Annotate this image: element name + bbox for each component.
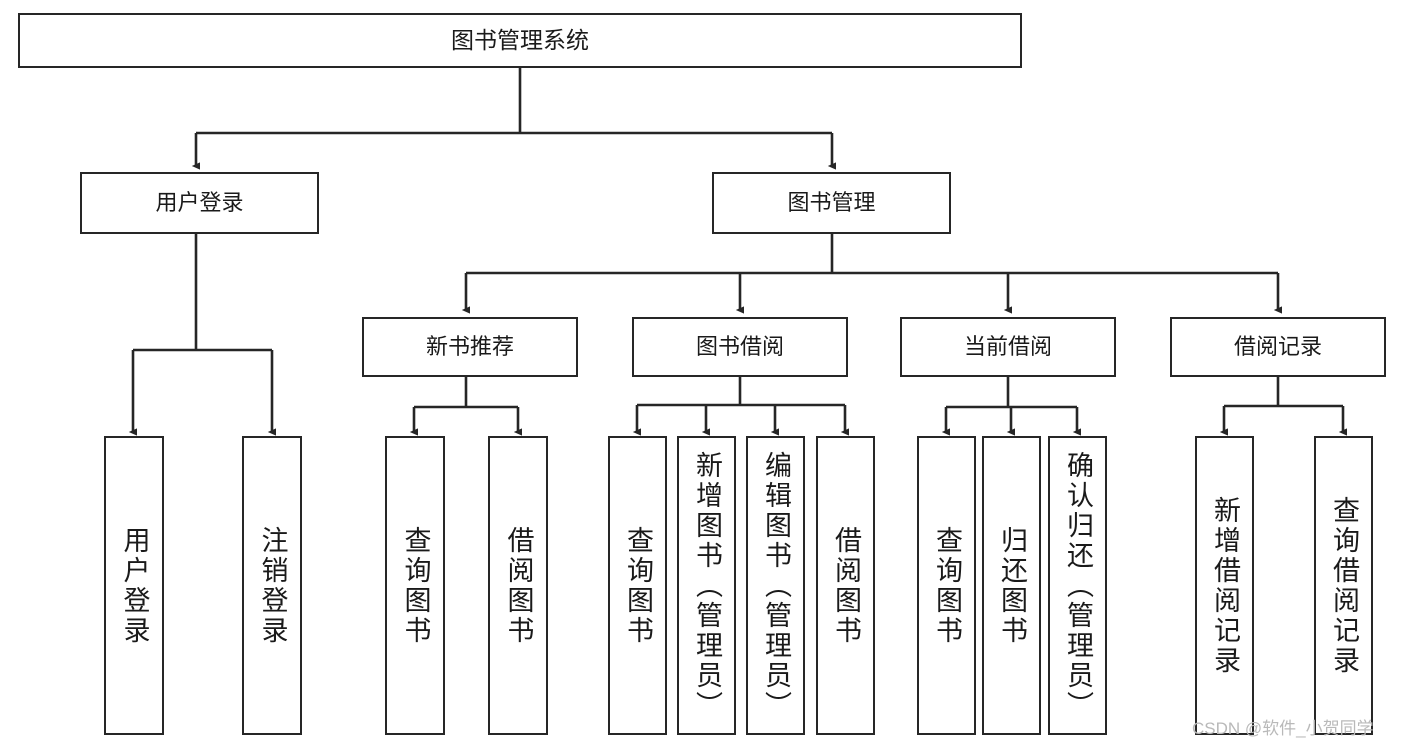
node-leaf-add-book-admin-label: 新增图书（管理员）: [692, 450, 722, 721]
node-current-borrow-label: 当前借阅: [963, 333, 1052, 359]
node-borrow-records-label: 借阅记录: [1233, 333, 1322, 359]
node-leaf-borrow-book-label: 借阅图书: [831, 525, 861, 646]
node-user-login[interactable]: 用户登录: [80, 172, 319, 234]
node-leaf-query-book-current[interactable]: 查询图书: [917, 436, 976, 735]
node-leaf-add-book-admin[interactable]: 新增图书（管理员）: [677, 436, 736, 735]
node-leaf-edit-book-admin[interactable]: 编辑图书（管理员）: [746, 436, 805, 735]
node-leaf-logout[interactable]: 注销登录: [242, 436, 302, 735]
node-leaf-user-login-label: 用户登录: [119, 525, 150, 646]
node-leaf-add-borrow-record[interactable]: 新增借阅记录: [1195, 436, 1254, 735]
node-user-login-label: 用户登录: [155, 189, 244, 215]
node-leaf-add-borrow-record-label: 新增借阅记录: [1210, 495, 1240, 676]
node-leaf-logout-label: 注销登录: [257, 525, 288, 646]
node-book-management-label: 图书管理: [787, 189, 876, 215]
node-leaf-query-borrow-record-label: 查询借阅记录: [1329, 495, 1359, 676]
node-leaf-borrow-book[interactable]: 借阅图书: [816, 436, 875, 735]
node-book-borrow[interactable]: 图书借阅: [632, 317, 848, 377]
node-leaf-query-book-recommend-label: 查询图书: [400, 525, 431, 646]
node-leaf-query-book-recommend[interactable]: 查询图书: [385, 436, 445, 735]
node-leaf-borrow-book-recommend[interactable]: 借阅图书: [488, 436, 548, 735]
node-borrow-records[interactable]: 借阅记录: [1170, 317, 1386, 377]
node-root-system[interactable]: 图书管理系统: [18, 13, 1022, 68]
node-book-management[interactable]: 图书管理: [712, 172, 951, 234]
node-book-borrow-label: 图书借阅: [695, 333, 784, 359]
node-leaf-confirm-return-admin-label: 确认归还（管理员）: [1063, 450, 1093, 721]
node-current-borrow[interactable]: 当前借阅: [900, 317, 1116, 377]
node-leaf-query-book-current-label: 查询图书: [932, 525, 962, 646]
node-leaf-borrow-book-recommend-label: 借阅图书: [503, 525, 534, 646]
node-leaf-query-book-borrow-label: 查询图书: [623, 525, 653, 646]
node-leaf-return-book[interactable]: 归还图书: [982, 436, 1041, 735]
node-leaf-return-book-label: 归还图书: [997, 525, 1027, 646]
node-leaf-edit-book-admin-label: 编辑图书（管理员）: [761, 450, 791, 721]
node-leaf-confirm-return-admin[interactable]: 确认归还（管理员）: [1048, 436, 1107, 735]
node-new-book-recommend-label: 新书推荐: [425, 333, 514, 359]
node-leaf-query-book-borrow[interactable]: 查询图书: [608, 436, 667, 735]
node-leaf-query-borrow-record[interactable]: 查询借阅记录: [1314, 436, 1373, 735]
node-leaf-user-login[interactable]: 用户登录: [104, 436, 164, 735]
node-root-system-label: 图书管理系统: [451, 26, 589, 53]
node-new-book-recommend[interactable]: 新书推荐: [362, 317, 578, 377]
